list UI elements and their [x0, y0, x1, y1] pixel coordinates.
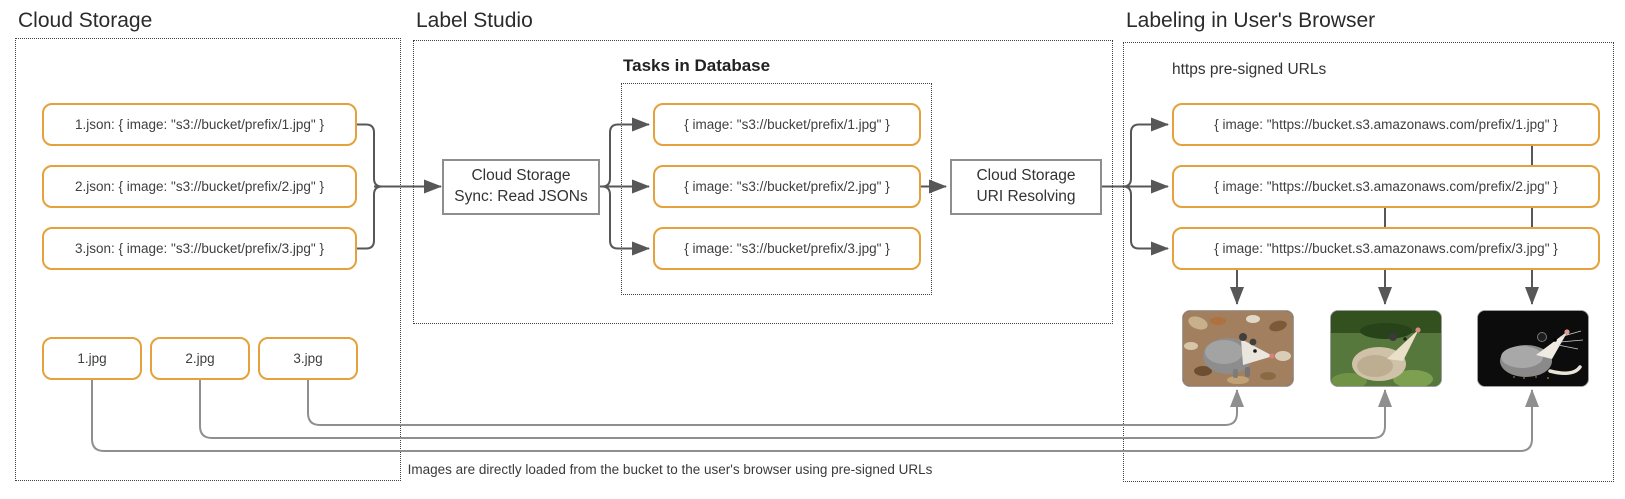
jpg-file-box-2: 2.jpg [150, 337, 250, 380]
task-box-3: { image: "s3://bucket/prefix/3.jpg" } [653, 227, 921, 270]
cloud-storage-container [15, 38, 401, 481]
json-file-box-2: 2.json: { image: "s3://bucket/prefix/2.j… [42, 165, 357, 208]
cloud-storage-sync-box: Cloud Storage Sync: Read JSONs [442, 159, 600, 215]
browser-title: Labeling in User's Browser [1126, 9, 1376, 32]
sync-box-line2: Sync: Read JSONs [454, 188, 588, 205]
opossum-photo-2 [1330, 310, 1442, 387]
sync-box-line1: Cloud Storage [471, 167, 571, 185]
resolver-box-line1: Cloud Storage [976, 167, 1076, 185]
task-label: { image: "s3://bucket/prefix/1.jpg" } [684, 117, 890, 132]
task-label: { image: "s3://bucket/prefix/3.jpg" } [684, 241, 890, 256]
presigned-url-box-3: { image: "https://bucket.s3.amazonaws.co… [1172, 227, 1600, 270]
cloud-storage-title: Cloud Storage [18, 9, 153, 32]
browser-container [1123, 42, 1614, 482]
task-label: { image: "s3://bucket/prefix/2.jpg" } [684, 179, 890, 194]
uri-resolving-box: Cloud Storage URI Resolving [950, 159, 1102, 215]
jpg-file-box-3: 3.jpg [258, 337, 358, 380]
jpg-file-box-1: 1.jpg [42, 337, 142, 380]
opossum-photo-1 [1182, 310, 1294, 387]
label-studio-container [413, 40, 1113, 324]
presigned-urls-label: https pre-signed URLs [1172, 61, 1327, 78]
presigned-url-label: { image: "https://bucket.s3.amazonaws.co… [1214, 117, 1558, 132]
task-box-2: { image: "s3://bucket/prefix/2.jpg" } [653, 165, 921, 208]
tasks-in-database-title: Tasks in Database [623, 56, 771, 75]
opossum-on-leaf-litter-image [1183, 311, 1293, 386]
json-file-label: 2.json: { image: "s3://bucket/prefix/2.j… [75, 179, 324, 194]
presigned-url-box-2: { image: "https://bucket.s3.amazonaws.co… [1172, 165, 1600, 208]
jpg-file-label: 1.jpg [77, 351, 107, 366]
opossum-on-black-image [1478, 311, 1588, 386]
json-file-label: 1.json: { image: "s3://bucket/prefix/1.j… [75, 117, 324, 132]
task-box-1: { image: "s3://bucket/prefix/1.jpg" } [653, 103, 921, 146]
opossum-in-grass-image [1331, 311, 1441, 386]
label-studio-title: Label Studio [416, 9, 533, 32]
opossum-photo-3 [1477, 310, 1589, 387]
json-file-box-1: 1.json: { image: "s3://bucket/prefix/1.j… [42, 103, 357, 146]
json-file-label: 3.json: { image: "s3://bucket/prefix/3.j… [75, 241, 324, 256]
resolver-box-line2: URI Resolving [976, 188, 1076, 205]
jpg-file-label: 3.jpg [293, 351, 323, 366]
diagram-caption: Images are directly loaded from the buck… [407, 462, 933, 477]
presigned-url-box-1: { image: "https://bucket.s3.amazonaws.co… [1172, 103, 1600, 146]
jpg-file-label: 2.jpg [185, 351, 215, 366]
json-file-box-3: 3.json: { image: "s3://bucket/prefix/3.j… [42, 227, 357, 270]
presigned-url-label: { image: "https://bucket.s3.amazonaws.co… [1214, 179, 1558, 194]
presigned-url-label: { image: "https://bucket.s3.amazonaws.co… [1214, 241, 1558, 256]
